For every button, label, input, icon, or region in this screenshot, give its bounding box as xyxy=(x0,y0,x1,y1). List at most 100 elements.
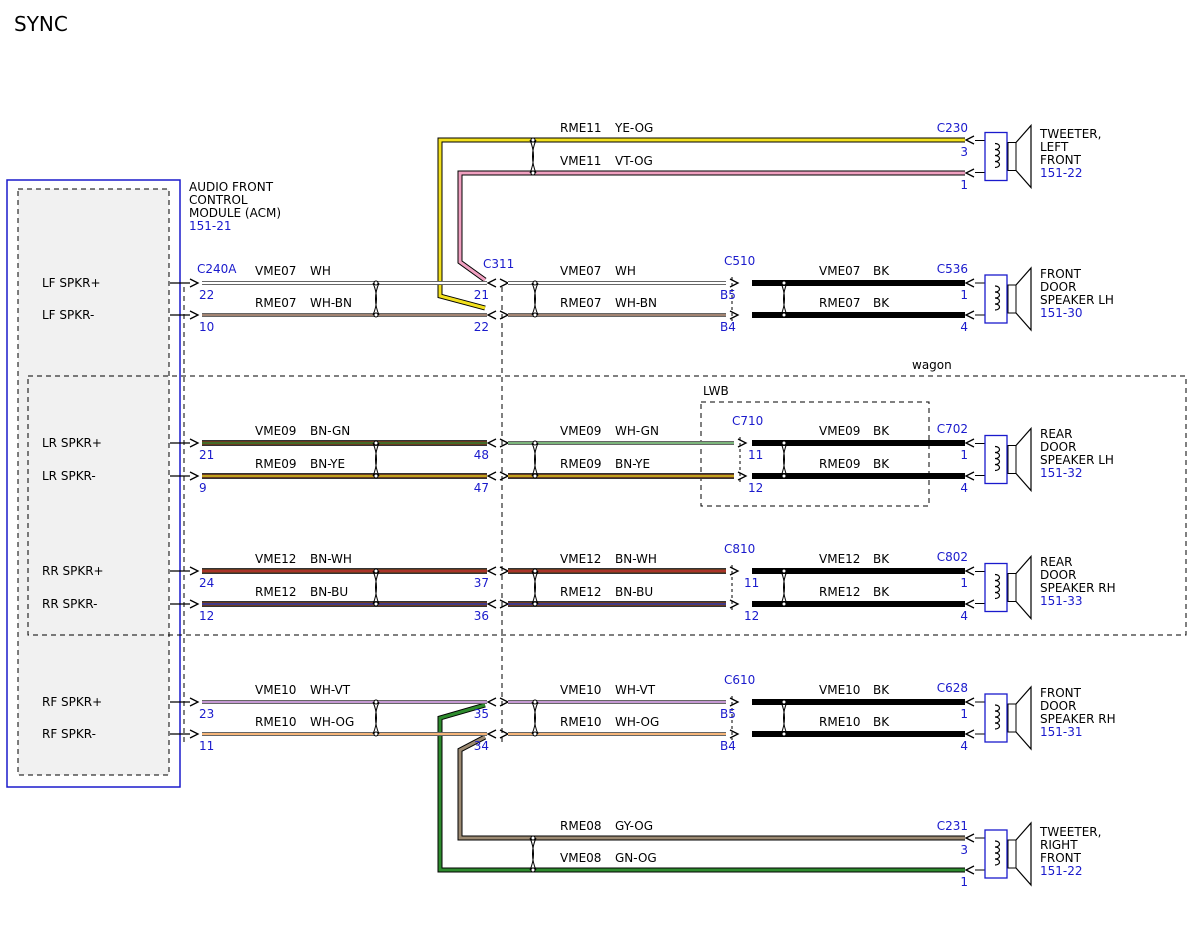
c311-arrow-right-1 xyxy=(499,310,510,320)
c311-arrow-left-4 xyxy=(486,566,497,576)
door-connector-label-1: C710 xyxy=(732,414,763,428)
twist-mid-1-top xyxy=(532,440,538,446)
c311-arrow-left-7 xyxy=(486,729,497,739)
mid-circuit-7: RME10 xyxy=(560,715,602,729)
module-pin-label-4: RR SPKR+ xyxy=(42,564,104,578)
tweeter-icon-0-magnet xyxy=(1007,142,1017,171)
twist-left-1-a xyxy=(372,442,377,477)
module-pin-label-5: RR SPKR- xyxy=(42,597,97,611)
mid-color-1: WH-BN xyxy=(615,296,657,310)
tweeter-arrow-top-0 xyxy=(964,135,975,145)
speaker-name-line3-2: SPEAKER RH xyxy=(1040,581,1116,595)
c311-arrow-left-5 xyxy=(486,599,497,609)
twist-mid-0-bottom xyxy=(532,312,538,318)
lwb-region-label: LWB xyxy=(703,384,729,398)
door-connector-label-3: C610 xyxy=(724,673,755,687)
twist-right-1-bottom xyxy=(781,473,787,479)
door-connector-pin-top-3: B5 xyxy=(720,707,736,721)
speaker-name-line1-1: REAR xyxy=(1040,427,1072,441)
speaker-pin-bottom-2: 4 xyxy=(960,609,968,623)
door-connector-pin-bottom-3: B4 xyxy=(720,739,736,753)
c311-arrow-left-3 xyxy=(486,471,497,481)
right-circuit-2: VME09 xyxy=(819,424,860,438)
speaker-icon-3 xyxy=(975,685,1032,751)
twist-left-1-top xyxy=(373,440,379,446)
tweeter-arrow-top-1 xyxy=(964,833,975,843)
module-name-line-3: MODULE (ACM) xyxy=(189,206,281,220)
left-color-5: BN-BU xyxy=(310,585,348,599)
left-circuit-7: RME10 xyxy=(255,715,297,729)
module-pin-number-0: 22 xyxy=(199,288,214,302)
mid-color-3: BN-YE xyxy=(615,457,650,471)
speaker-arrow-7 xyxy=(964,729,975,739)
twist-mid-3-b xyxy=(534,701,539,735)
c311-arrow-left-6 xyxy=(486,697,497,707)
twist-left-1-bottom xyxy=(373,473,379,479)
twist-left-3-b xyxy=(375,701,380,735)
right-color-0: BK xyxy=(873,264,890,278)
speaker-icons xyxy=(975,123,1032,887)
door-arrow-top-1 xyxy=(737,438,748,448)
right-circuit-0: VME07 xyxy=(819,264,860,278)
right-circuit-1: RME07 xyxy=(819,296,861,310)
tweeter-name-line2-1: RIGHT xyxy=(1040,838,1078,852)
twist-mid-1-b xyxy=(534,442,539,477)
twist-right-0-bottom xyxy=(781,312,787,318)
speaker-icon-2-coil xyxy=(994,573,1001,600)
tweeter-pin-top-0: 3 xyxy=(960,145,968,159)
speaker-connector-3: C628 xyxy=(937,681,968,695)
twist-right-2-a xyxy=(780,570,785,605)
right-circuit-3: RME09 xyxy=(819,457,861,471)
speaker-icon-0-frame xyxy=(984,274,1008,324)
twist-mid-2-a xyxy=(531,570,536,605)
door-connector-label-0: C510 xyxy=(724,254,755,268)
tweeter-twist-0-bottom xyxy=(530,170,536,176)
tweeter-icon-0 xyxy=(975,123,1032,190)
tweeter-pin-bottom-1: 1 xyxy=(960,875,968,889)
tweeter-circuit-top-0: RME11 xyxy=(560,121,602,135)
speaker-icon-1-coil xyxy=(994,445,1001,472)
tweeter-pin-bottom-0: 1 xyxy=(960,178,968,192)
tweeter-twist-1-bottom xyxy=(530,867,536,873)
tweeter-icon-1-cone xyxy=(1015,821,1032,887)
speaker-arrow-6 xyxy=(964,697,975,707)
module-pin-arrow-0 xyxy=(189,278,200,288)
speaker-pin-bottom-0: 4 xyxy=(960,320,968,334)
twist-left-3-bottom xyxy=(373,731,379,737)
twist-mid-0-a xyxy=(531,282,536,316)
left-color-7: WH-OG xyxy=(310,715,354,729)
speaker-icon-1-cone xyxy=(1015,426,1032,493)
c311-arrow-left-0 xyxy=(486,278,497,288)
wagon-region-label: wagon xyxy=(912,358,952,372)
vme08-wire-outline xyxy=(437,702,965,873)
speaker-pin-bottom-1: 4 xyxy=(960,481,968,495)
door-connector-pin-top-0: B5 xyxy=(720,288,736,302)
speaker-ref-0: 151-30 xyxy=(1040,306,1083,320)
twist-mid-0-b xyxy=(534,282,539,316)
tweeter-color-bottom-1: GN-OG xyxy=(615,851,657,865)
mid-color-4: BN-WH xyxy=(615,552,657,566)
module-pin-number-5: 12 xyxy=(199,609,214,623)
speaker-ref-3: 151-31 xyxy=(1040,725,1083,739)
tweeter-twist-1-a xyxy=(529,837,534,871)
speaker-icon-0 xyxy=(975,266,1032,332)
twist-right-3-bottom xyxy=(781,731,787,737)
module-pin-number-2: 21 xyxy=(199,448,214,462)
module-name-line-2: CONTROL xyxy=(189,193,248,207)
tweeter-circuit-top-1: RME08 xyxy=(560,819,602,833)
left-circuit-6: VME10 xyxy=(255,683,296,697)
tweeter-icon-1-frame xyxy=(984,829,1008,879)
mid-color-6: WH-VT xyxy=(615,683,656,697)
c311-pin-2: 48 xyxy=(474,448,489,462)
tweeter-icon-1-coil xyxy=(994,840,1001,866)
twist-mid-2-bottom xyxy=(532,601,538,607)
tweeter-icon-0-frame xyxy=(984,131,1008,182)
twist-right-0-a xyxy=(780,282,785,316)
module-pin-arrow-7 xyxy=(189,729,200,739)
tweeter-ref-1: 151-22 xyxy=(1040,864,1083,878)
door-connector-pin-top-2: 11 xyxy=(744,576,759,590)
twist-right-2-bottom xyxy=(781,601,787,607)
speaker-name-line3-3: SPEAKER RH xyxy=(1040,712,1116,726)
tweeter-twist-0-b xyxy=(532,139,537,174)
